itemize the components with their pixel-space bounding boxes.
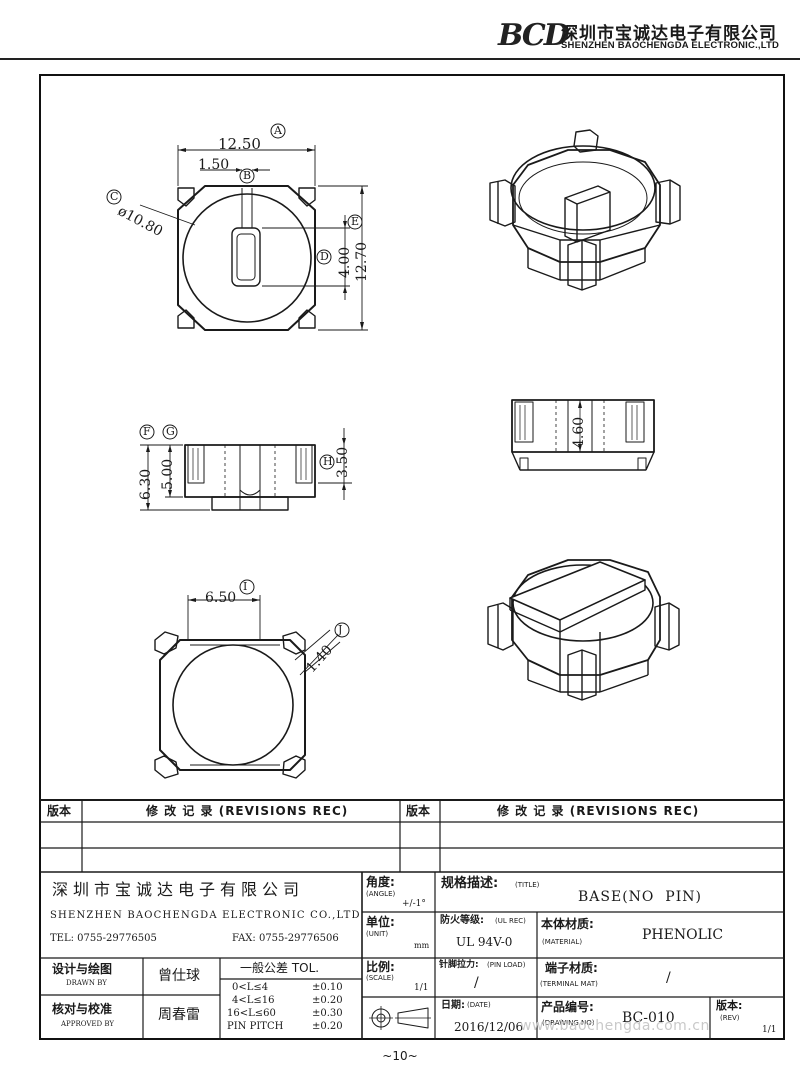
dim-a-value: 12.50 bbox=[218, 135, 261, 153]
tb-tol-range-2: 16<L≤60 bbox=[227, 1008, 276, 1019]
tb-material-label: 本体材质: bbox=[541, 917, 594, 931]
dim-k-value: 4.60 bbox=[571, 416, 587, 448]
tb-pinload-label: 针脚拉力: bbox=[439, 960, 479, 970]
dim-c-tag: C bbox=[110, 190, 119, 203]
dim-h-tag: H bbox=[323, 455, 333, 468]
tb-tol-range-0: 0<L≤4 bbox=[232, 982, 269, 993]
tb-angle-en: (ANGLE) bbox=[366, 890, 396, 898]
tb-drawn-label: 设计与绘图 bbox=[52, 962, 113, 976]
tb-drawn-value: 曾仕球 bbox=[158, 968, 200, 984]
rev-right-version-header: 版本 bbox=[406, 804, 431, 818]
tb-unit-value: mm bbox=[414, 941, 430, 950]
dim-f-tag: F bbox=[143, 425, 151, 438]
dim-b-value: 1.50 bbox=[198, 157, 230, 173]
tb-title-label: 规格描述: bbox=[441, 876, 499, 891]
dim-g-value: 5.00 bbox=[160, 458, 176, 490]
tb-fax: FAX: 0755-29776506 bbox=[232, 933, 339, 944]
dim-d-tag: D bbox=[320, 250, 329, 263]
dim-f-value: 6.30 bbox=[138, 468, 154, 500]
tb-scale-en: (SCALE) bbox=[366, 974, 394, 982]
front-view bbox=[139, 424, 352, 511]
tb-tolerance-title: 一般公差 TOL. bbox=[240, 961, 320, 975]
tb-title-value: BASE(NO PIN) bbox=[578, 889, 702, 905]
isometric-view-2 bbox=[487, 559, 680, 701]
tb-ul-en: (UL REC) bbox=[495, 917, 526, 925]
tb-drawn-en: DRAWN BY bbox=[66, 979, 107, 987]
dim-a-tag: A bbox=[274, 124, 282, 137]
rev-right-records-header: 修 改 记 录 (REVISIONS REC) bbox=[497, 804, 700, 818]
tb-rev-en: (REV) bbox=[720, 1014, 740, 1022]
tb-approved-value: 周春雷 bbox=[158, 1007, 200, 1023]
tb-date-value: 2016/12/06 bbox=[454, 1020, 524, 1034]
tb-tol-val-2: ±0.30 bbox=[312, 1008, 343, 1019]
header-company-cn: 深圳市宝诚达电子有限公司 bbox=[561, 24, 777, 44]
tb-date-label: 日期: bbox=[441, 1000, 465, 1011]
tb-terminal-value: / bbox=[666, 970, 671, 986]
tb-tol-range-3: PIN PITCH bbox=[227, 1021, 284, 1032]
tb-drawing-en: (DRAWING NO) bbox=[542, 1019, 595, 1027]
tb-material-en: (MATERIAL) bbox=[542, 938, 583, 946]
tb-unit-label: 单位: bbox=[366, 915, 395, 929]
top-view bbox=[106, 123, 368, 331]
bottom-view bbox=[154, 579, 350, 779]
dim-b-tag: B bbox=[243, 169, 252, 182]
dim-i-tag: I bbox=[243, 580, 248, 593]
tb-rev-value: 1/1 bbox=[762, 1025, 777, 1035]
company-logo: BCD bbox=[498, 18, 570, 53]
drawing-frame bbox=[39, 74, 785, 1040]
tb-company-en: SHENZHEN BAOCHENGDA ELECTRONIC CO.,LTD bbox=[50, 910, 361, 921]
tb-date-en: (DATE) bbox=[467, 1001, 491, 1009]
tb-drawing-label: 产品编号: bbox=[541, 1000, 594, 1014]
tb-tol-val-3: ±0.20 bbox=[312, 1021, 343, 1032]
tb-angle-value: +/-1° bbox=[402, 899, 426, 909]
tb-drawing-value: BC-010 bbox=[622, 1010, 675, 1026]
tb-approved-en: APPROVED BY bbox=[61, 1020, 115, 1028]
tb-terminal-label: 端子材质: bbox=[545, 961, 598, 975]
header-rule bbox=[0, 58, 800, 60]
tb-pinload-value: / bbox=[474, 975, 479, 991]
tb-scale-value: 1/1 bbox=[414, 983, 429, 993]
tb-title-en: (TITLE) bbox=[515, 881, 540, 889]
page-number: ~10~ bbox=[382, 1049, 418, 1063]
tb-tol-range-1: 4<L≤16 bbox=[232, 995, 275, 1006]
tb-approved-label: 核对与校准 bbox=[52, 1002, 113, 1016]
tb-material-value: PHENOLIC bbox=[642, 927, 724, 943]
rev-left-records-header: 修 改 记 录 (REVISIONS REC) bbox=[146, 804, 349, 818]
dim-i-value: 6.50 bbox=[205, 590, 237, 606]
tb-tol-val-0: ±0.10 bbox=[312, 982, 343, 993]
dim-e-value: 12.70 bbox=[354, 241, 370, 282]
isometric-view-1 bbox=[489, 129, 681, 291]
tb-terminal-en: (TERMINAL MAT) bbox=[540, 980, 598, 988]
tb-company-cn: 深圳市宝诚达电子有限公司 bbox=[52, 880, 305, 899]
dim-d-value: 4.00 bbox=[337, 246, 353, 278]
watermark-url: www.baochengda.com.cn bbox=[520, 1018, 710, 1034]
tb-rev-label: 版本: bbox=[716, 999, 743, 1012]
header-company-en: SHENZHEN BAOCHENGDA ELECTRONIC.,LTD bbox=[561, 40, 780, 51]
tb-unit-en: (UNIT) bbox=[366, 930, 389, 938]
tb-tol-val-1: ±0.20 bbox=[312, 995, 343, 1006]
tb-pinload-en: (PIN LOAD) bbox=[487, 961, 526, 969]
tb-tel: TEL: 0755-29776505 bbox=[50, 933, 157, 944]
dim-e-tag: E bbox=[351, 215, 360, 228]
dim-j-tag: J bbox=[338, 623, 343, 636]
title-block-grid bbox=[40, 799, 785, 1040]
tb-scale-label: 比例: bbox=[366, 960, 395, 974]
dim-h-value: 3.50 bbox=[335, 446, 351, 478]
tb-ul-label: 防火等级: bbox=[440, 915, 484, 926]
dim-g-tag: G bbox=[166, 425, 175, 438]
tb-ul-value: UL 94V-0 bbox=[456, 935, 513, 949]
side-view bbox=[511, 399, 655, 471]
rev-left-version-header: 版本 bbox=[47, 804, 72, 818]
tb-angle-label: 角度: bbox=[366, 875, 395, 889]
